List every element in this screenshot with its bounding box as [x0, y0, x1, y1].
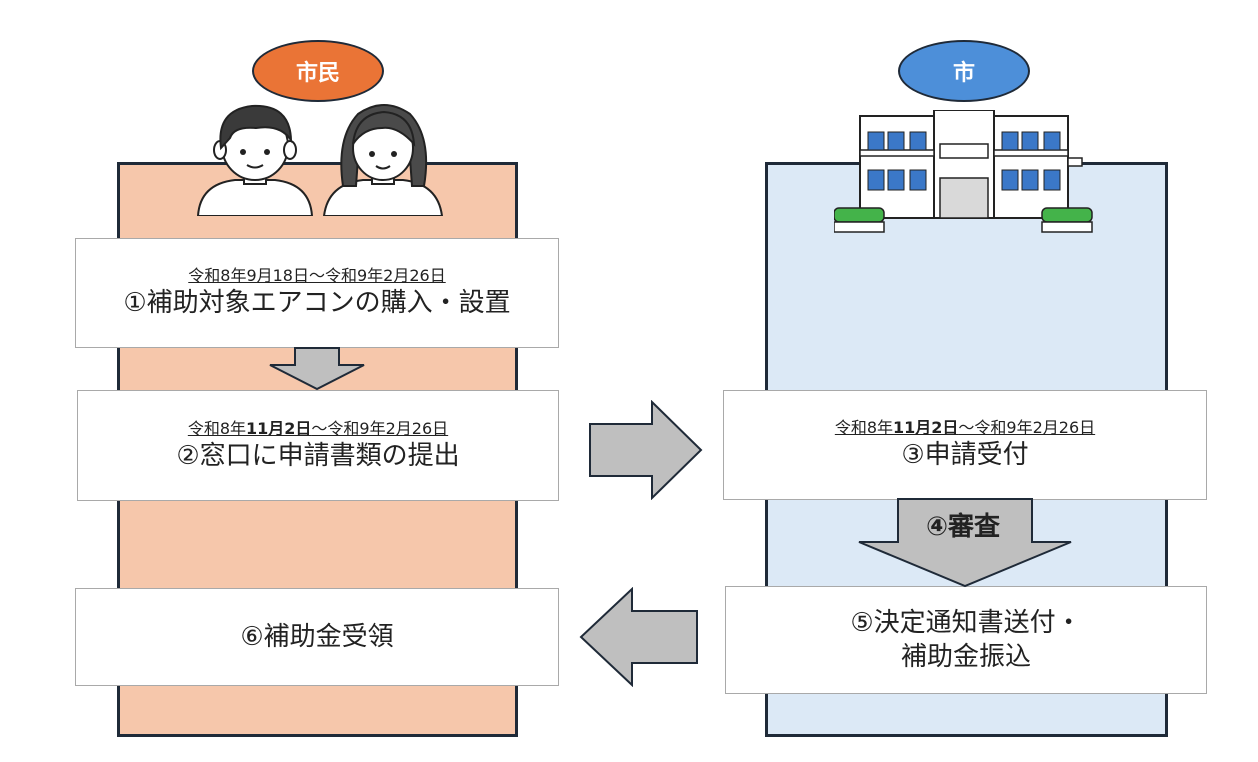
step-2-date-bold: 11月2日 [246, 418, 312, 438]
girl-icon [322, 104, 444, 216]
step-6-box: ⑥補助金受領 [75, 588, 559, 686]
citizen-badge: 市民 [252, 40, 384, 102]
step-5-line-2: 補助金振込 [900, 642, 1031, 672]
left-arrow-5-to-6 [579, 587, 698, 687]
step-5-line-1: ⑤決定通知書送付・ [850, 608, 1082, 638]
step-2-date: 令和8年11月2日～令和9年2月26日 [188, 419, 448, 439]
city-badge: 市 [898, 40, 1030, 102]
step-3-date: 令和8年11月2日～令和9年2月26日 [835, 418, 1095, 438]
step-3-label: ③申請受付 [901, 440, 1029, 470]
step-2-box: 令和8年11月2日～令和9年2月26日 ②窓口に申請書類の提出 [77, 390, 559, 501]
step-3-box: 令和8年11月2日～令和9年2月26日 ③申請受付 [723, 390, 1207, 500]
step-4-label: ④審査 [925, 512, 1000, 542]
step-5-box: ⑤決定通知書送付・ 補助金振込 [725, 586, 1207, 694]
step-1-date: 令和8年9月18日～令和9年2月26日 [188, 266, 446, 285]
step-2-date-end: ～令和9年2月26日 [311, 418, 449, 438]
down-arrow-1-to-2 [269, 347, 365, 391]
down-arrow-review [858, 498, 1072, 588]
citizen-label: 市民 [295, 61, 340, 86]
step-3-date-bold: 11月2日 [893, 418, 959, 437]
step-1-label: ①補助対象エアコンの購入・設置 [123, 288, 511, 318]
city-label: 市 [952, 61, 975, 86]
step-2-label: ②窓口に申請書類の提出 [176, 440, 460, 471]
city-hall-icon [834, 110, 1093, 233]
step-6-label: ⑥補助金受領 [240, 622, 394, 652]
right-arrow-2-to-3 [589, 400, 703, 500]
step-3-date-start: 令和8年 [834, 418, 894, 437]
step-3-date-end: ～令和9年2月26日 [958, 418, 1096, 437]
step-1-box: 令和8年9月18日～令和9年2月26日 ①補助対象エアコンの購入・設置 [75, 238, 559, 348]
step-2-date-start: 令和8年 [187, 418, 247, 438]
boy-icon [196, 104, 314, 216]
